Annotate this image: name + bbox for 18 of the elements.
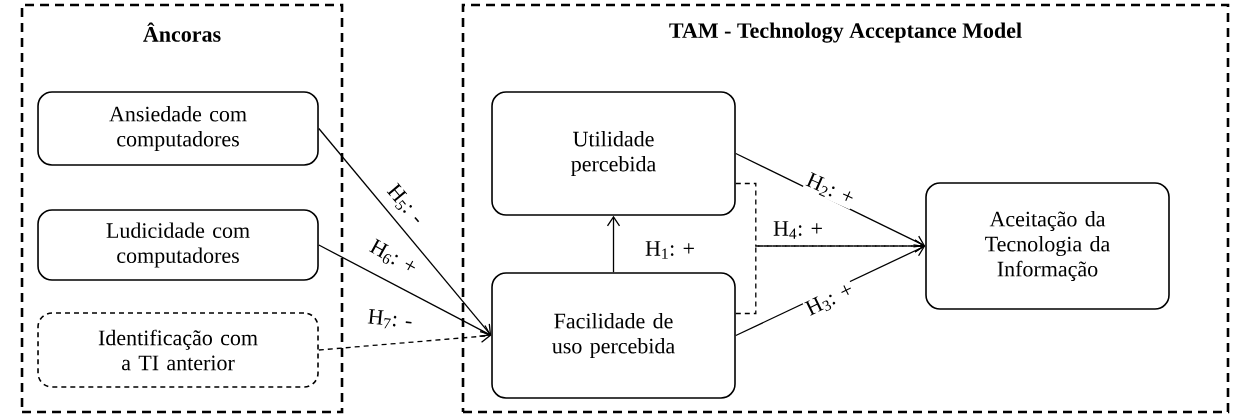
process-box: Utilidade percebida: [491, 91, 736, 216]
arrow: [318, 329, 492, 351]
edge-label: H$_{6}$: +: [365, 236, 421, 280]
process-box: Facilidade de uso percebida: [491, 272, 736, 399]
arrow: [318, 244, 492, 337]
arrow: [606, 215, 621, 273]
edge-label: H$_{1}$: +: [644, 240, 696, 260]
process-box: Ansiedade com computadores: [37, 91, 319, 166]
edge-label: H$_{3}$: +: [802, 279, 858, 321]
edge-label: H$_{7}$: -: [365, 307, 415, 333]
process-box: Aceitação da Tecnologia da Informação: [925, 182, 1170, 310]
process-box: Ludicidade com computadores: [37, 209, 319, 281]
arrow: [735, 239, 926, 315]
edge-label: H$_{5}$: -: [382, 180, 428, 230]
process-box: Identificação com a TI anterior: [37, 312, 319, 388]
arrow: [318, 127, 492, 336]
edge-label: H$_{4}$: +: [772, 220, 824, 240]
edge-label: H$_{2}$: +: [802, 170, 858, 210]
